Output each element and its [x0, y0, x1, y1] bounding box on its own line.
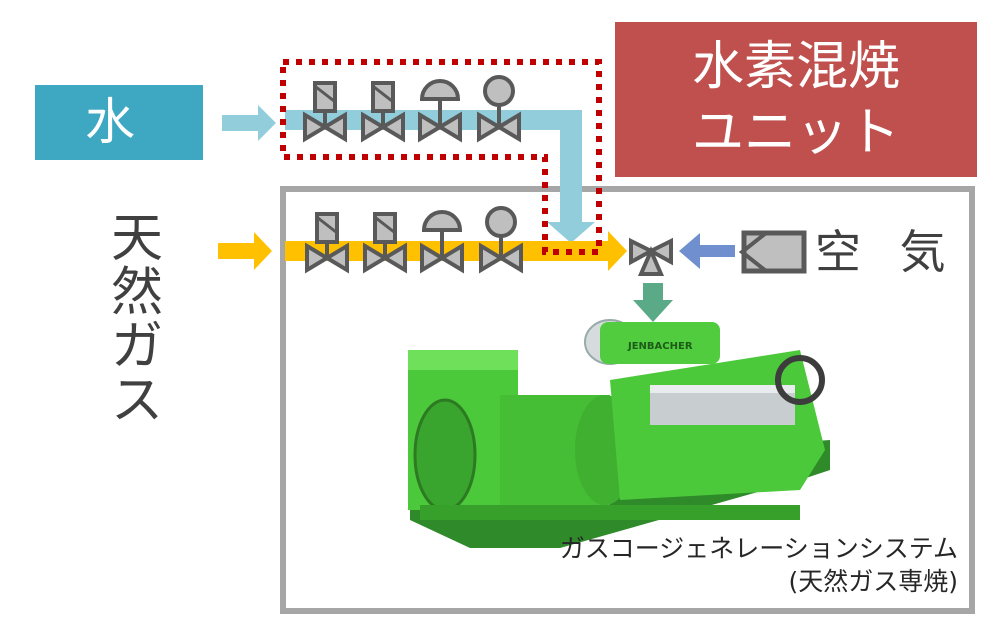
air-arrow — [679, 233, 735, 269]
cogeneration-frame — [280, 186, 975, 614]
gas-engine-generator-image: JENBACHER — [408, 319, 830, 548]
fuel-to-engine-arrow — [633, 283, 673, 322]
hydrogen-unit-outline — [280, 59, 602, 255]
gas-input-arrow — [218, 232, 272, 270]
natural-gas-label: 天然ガス — [110, 209, 163, 431]
air-label: 空 気 — [815, 225, 958, 279]
unit-label-line1: 水素混焼 — [691, 36, 900, 97]
engine-brand-logo: JENBACHER — [627, 341, 693, 352]
hydrogen-label: 水 素 — [35, 85, 203, 226]
unit-label-line2: ユニット — [691, 102, 900, 163]
hydrogen-co-firing-unit-label: 水素混焼 ユニット — [615, 22, 977, 177]
caption-line2: (天然ガス専焼) — [788, 567, 958, 596]
system-caption: ガスコージェネレーションシステム (天然ガス専焼) — [560, 532, 958, 598]
hydrogen-input-arrow — [222, 105, 276, 141]
mixer-valve-icon — [629, 237, 673, 276]
air-intake-icon — [738, 230, 807, 274]
caption-line1: ガスコージェネレーションシステム — [559, 534, 958, 563]
